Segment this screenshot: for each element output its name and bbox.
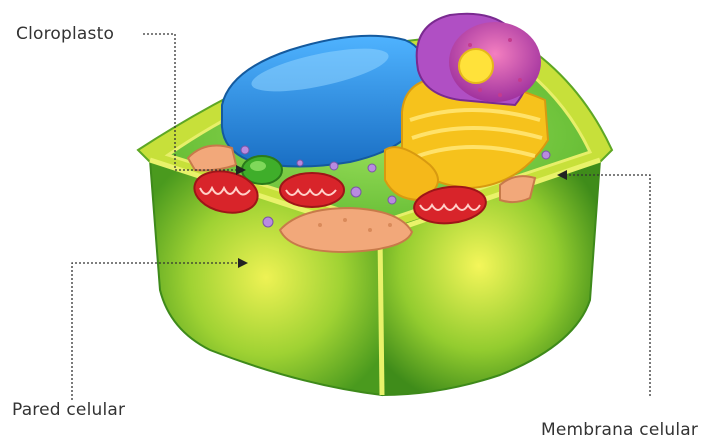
label-membrana-celular: Membrana celular	[541, 420, 698, 440]
nucleus	[417, 14, 541, 105]
mitochondrion-center	[280, 173, 344, 207]
organelle-peach-right	[500, 176, 535, 202]
label-cloroplasto: Cloroplasto	[16, 24, 114, 44]
label-pared-celular: Pared celular	[12, 400, 125, 420]
nucleolus	[459, 49, 493, 83]
